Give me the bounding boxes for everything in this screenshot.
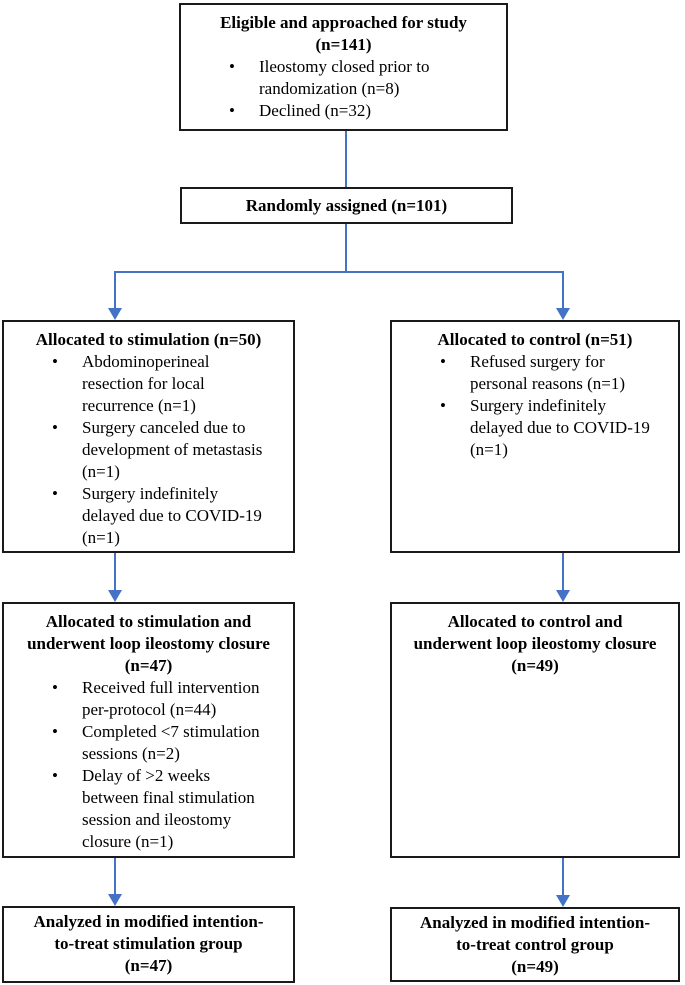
box-closure-stimulation-title: Allocated to stimulation and underwent lo… <box>4 611 293 677</box>
bullet-item: Surgery indefinitely delayed due to COVI… <box>52 483 285 549</box>
title-line: Allocated to stimulation (n=50) <box>35 330 262 349</box>
title-line: (n=141) <box>315 35 372 54</box>
connector-closure-to-analyzed-stim <box>114 858 116 894</box>
box-allocated-control-bullet-list: Refused surgery for personal reasons (n=… <box>392 351 678 461</box>
arrowhead-analyzed-ctrl-icon <box>556 895 570 907</box>
bullet-item: Ileostomy closed prior to randomization … <box>229 56 498 100</box>
connector-alloc-to-closure-stim <box>114 553 116 590</box>
connector-closure-to-analyzed-ctrl <box>562 858 564 895</box>
title-line: Randomly assigned (n=101) <box>245 195 448 215</box>
connector-eligible-to-randomized <box>345 131 347 187</box>
arrowhead-alloc-ctrl-icon <box>556 308 570 320</box>
box-analyzed-control: Analyzed in modified intention-to-treat … <box>390 907 680 982</box>
bullet-item: Received full intervention per-protocol … <box>52 677 285 721</box>
title-line: to-treat stimulation group <box>54 934 243 953</box>
box-closure-stimulation-bullet-list: Received full intervention per-protocol … <box>4 677 293 853</box>
bullet-item: Surgery canceled due to development of m… <box>52 417 285 483</box>
arrowhead-analyzed-stim-icon <box>108 894 122 906</box>
title-line: (n=47) <box>124 956 173 975</box>
box-randomized-title: Randomly assigned (n=101) <box>246 195 447 217</box>
bullet-item: Completed <7 stimulation sessions (n=2) <box>52 721 285 765</box>
connector-branch-to-alloc-ctrl <box>562 271 564 308</box>
title-line: Allocated to stimulation and <box>45 612 252 631</box>
bullet-item: Abdominoperineal resection for local rec… <box>52 351 285 417</box>
title-line: underwent loop ileostomy closure <box>27 634 270 653</box>
bullet-item: Declined (n=32) <box>229 100 498 122</box>
box-allocated-control-title: Allocated to control (n=51) <box>392 329 678 351</box>
title-line: Allocated to control (n=51) <box>437 330 633 349</box>
box-closure-stimulation: Allocated to stimulation and underwent lo… <box>2 602 295 858</box>
bullet-item: Refused surgery for personal reasons (n=… <box>440 351 670 395</box>
connector-branch-to-alloc-stim <box>114 271 116 308</box>
title-line: to-treat control group <box>456 935 614 954</box>
box-analyzed-stimulation: Analyzed in modified intention-to-treat … <box>2 906 295 983</box>
title-line: Analyzed in modified intention- <box>33 912 264 931</box>
box-analyzed-stimulation-title: Analyzed in modified intention-to-treat … <box>4 911 293 977</box>
box-closure-control: Allocated to control and underwent loop i… <box>390 602 680 858</box>
box-randomized: Randomly assigned (n=101) <box>180 187 513 224</box>
box-allocated-stimulation-title: Allocated to stimulation (n=50) <box>4 329 293 351</box>
bullet-item: Surgery indefinitely delayed due to COVI… <box>440 395 670 461</box>
connector-alloc-to-closure-ctrl <box>562 553 564 590</box>
title-line: Analyzed in modified intention- <box>420 913 650 932</box>
title-line: Allocated to control and <box>447 612 623 631</box>
box-closure-control-title: Allocated to control and underwent loop i… <box>392 611 678 677</box>
title-line: (n=47) <box>124 656 173 675</box>
connector-branch-line <box>114 271 564 273</box>
title-line: (n=49) <box>511 957 559 976</box>
title-line: Eligible and approached for study <box>220 13 467 32</box>
box-analyzed-control-title: Analyzed in modified intention-to-treat … <box>392 912 678 978</box>
title-line: (n=49) <box>511 656 559 675</box>
box-allocated-stimulation: Allocated to stimulation (n=50) Abdomino… <box>2 320 295 553</box>
box-allocated-control: Allocated to control (n=51) Refused surg… <box>390 320 680 553</box>
box-allocated-stimulation-bullet-list: Abdominoperineal resection for local rec… <box>4 351 293 549</box>
bullet-item: Delay of >2 weeks between final stimulat… <box>52 765 285 853</box>
box-eligible: Eligible and approached for study (n=141)… <box>179 3 508 131</box>
box-eligible-bullet-list: Ileostomy closed prior to randomization … <box>181 56 506 122</box>
title-line: underwent loop ileostomy closure <box>413 634 657 653</box>
arrowhead-closure-stim-icon <box>108 590 122 602</box>
arrowhead-alloc-stim-icon <box>108 308 122 320</box>
arrowhead-closure-ctrl-icon <box>556 590 570 602</box>
connector-randomized-stem <box>345 224 347 273</box>
box-eligible-title: Eligible and approached for study (n=141) <box>181 12 506 56</box>
